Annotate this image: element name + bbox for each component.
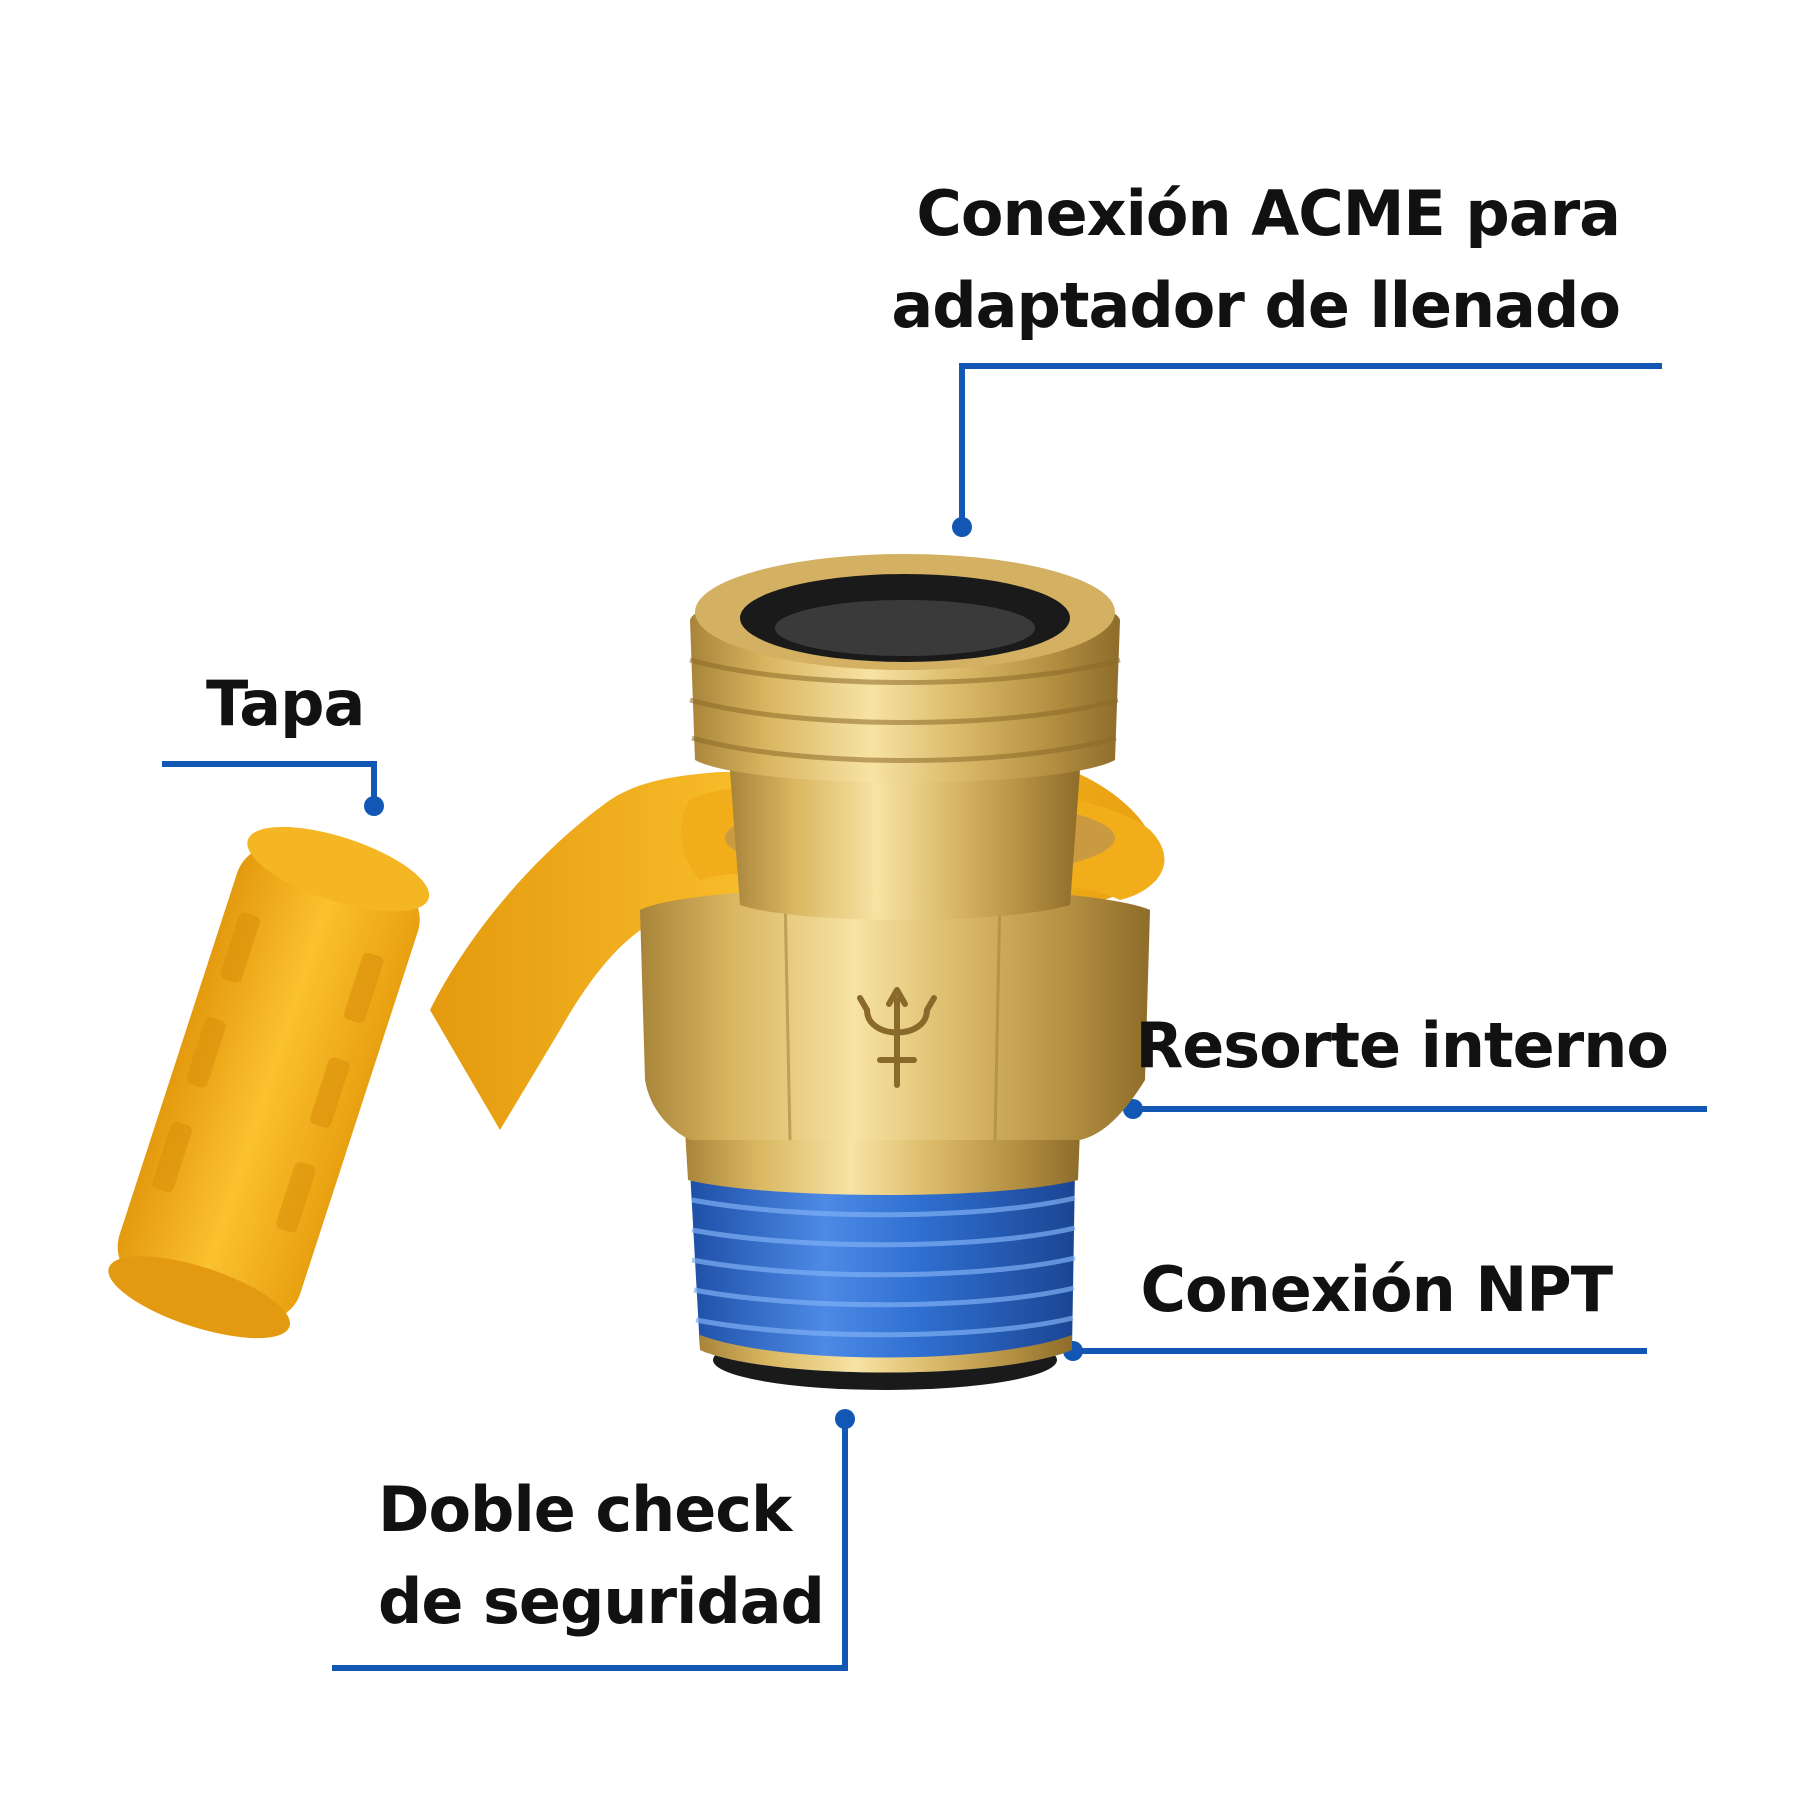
- leader-acme: [959, 363, 1662, 527]
- callout-resorte-line-1: Resorte interno: [1135, 1009, 1669, 1082]
- callout-doble-check: Doble check de seguridad: [378, 1464, 825, 1648]
- callout-acme-line-1: Conexión ACME para: [916, 177, 1621, 250]
- callout-tapa-line-1: Tapa: [206, 667, 365, 740]
- leader-lines: [162, 363, 1707, 1671]
- callout-resorte: Resorte interno: [1135, 1000, 1669, 1092]
- callout-doble-check-line-1: Doble check: [378, 1473, 792, 1546]
- acme-grooves: [689, 657, 1121, 763]
- hex-facets: [783, 894, 1002, 1141]
- callout-npt: Conexión NPT: [1140, 1244, 1613, 1336]
- callout-tapa: Tapa: [206, 658, 365, 750]
- leader-doble-check: [332, 1419, 848, 1671]
- leader-tapa: [162, 761, 377, 806]
- valve-body: [640, 554, 1150, 1390]
- collar: [685, 1130, 1080, 1195]
- cap-body: [108, 826, 430, 1339]
- lower-brass-band: [700, 1335, 1072, 1373]
- npt-thread: [690, 1170, 1075, 1373]
- upper-neck: [730, 770, 1080, 920]
- thread-lines: [691, 1195, 1076, 1338]
- trident-logo-icon: [857, 987, 937, 1088]
- callout-acme: Conexión ACME para adaptador de llenado: [891, 168, 1621, 352]
- callout-acme-line-2: adaptador de llenado: [891, 269, 1621, 342]
- acme-inner-seal: [775, 600, 1035, 656]
- leader-dots: [364, 517, 1143, 1429]
- dot-tapa: [364, 796, 384, 816]
- callout-doble-check-line-2: de seguridad: [378, 1565, 825, 1638]
- callout-npt-line-1: Conexión NPT: [1140, 1253, 1613, 1326]
- dot-acme: [952, 517, 972, 537]
- dot-doble-check: [835, 1409, 855, 1429]
